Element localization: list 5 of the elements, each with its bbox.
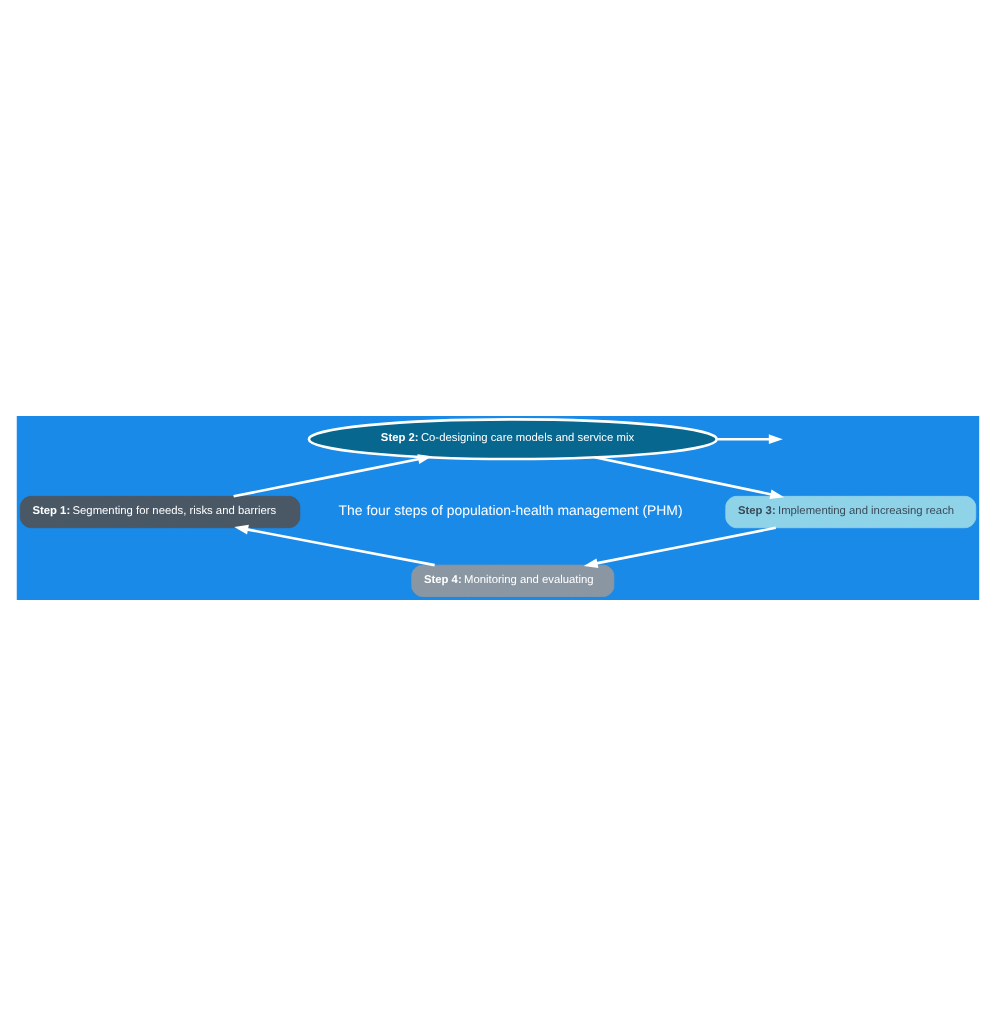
arrow bbox=[583, 526, 776, 568]
arrow bbox=[594, 456, 785, 500]
arrow bbox=[716, 434, 783, 445]
arrow bbox=[233, 454, 432, 498]
arrow bbox=[234, 524, 435, 567]
